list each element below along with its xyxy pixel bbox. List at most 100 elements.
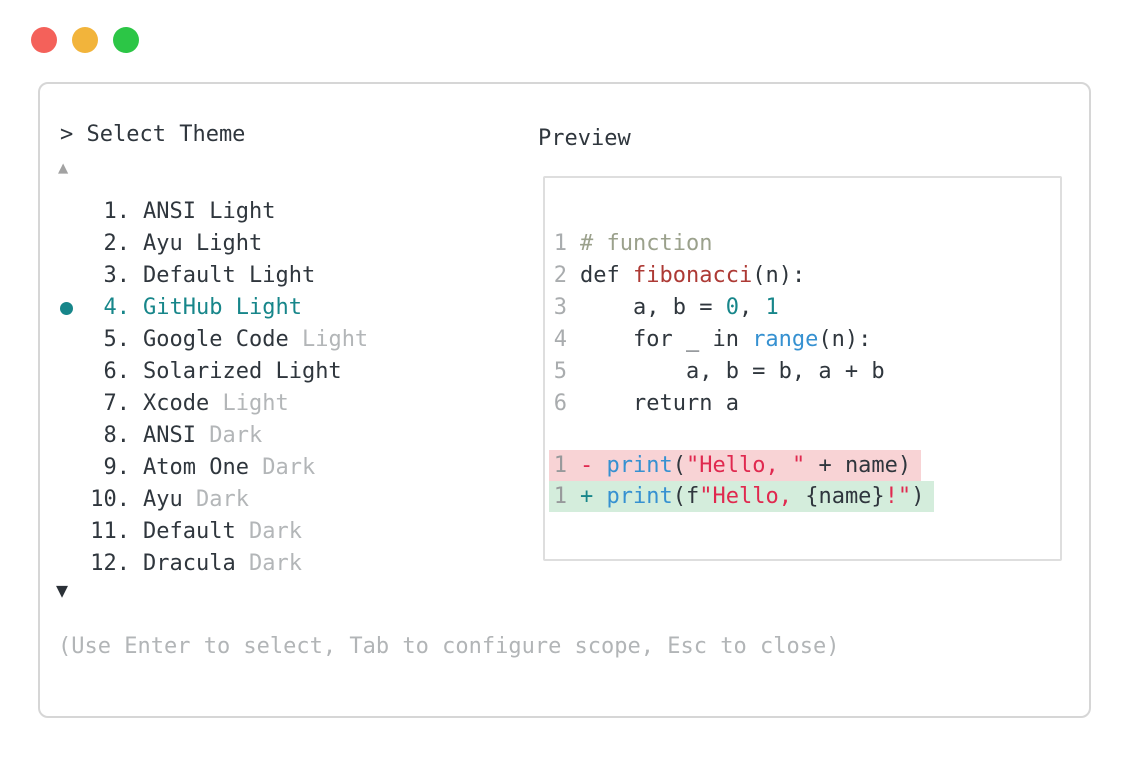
code-token: , bbox=[738, 295, 766, 320]
theme-item-number: 9. bbox=[103, 455, 131, 480]
theme-item-name: Xcode bbox=[143, 391, 223, 416]
code-token: a, b = bbox=[580, 295, 726, 320]
preview-title: Preview bbox=[538, 126, 631, 151]
theme-list-item[interactable]: 10. Ayu Dark bbox=[40, 484, 520, 516]
theme-item-name: Atom One bbox=[143, 455, 263, 480]
code-token: 1 bbox=[765, 295, 779, 320]
line-number: 2 bbox=[553, 263, 567, 288]
theme-list-item[interactable]: 9. Atom One Dark bbox=[40, 452, 520, 484]
code-token: ) bbox=[911, 484, 925, 509]
theme-item-name: GitHub bbox=[143, 295, 236, 320]
theme-list-item[interactable]: 2. Ayu Light bbox=[40, 228, 520, 260]
scroll-down-icon[interactable]: ▼ bbox=[56, 578, 69, 602]
theme-selector-window: > Select Theme ▲ 1. ANSI Light 2. Ayu Light… bbox=[38, 82, 1091, 718]
selected-theme-dot bbox=[60, 302, 73, 315]
line-number: 4 bbox=[553, 327, 567, 352]
theme-list-item[interactable]: 8. ANSI Dark bbox=[40, 420, 520, 452]
theme-list-item[interactable]: 1. ANSI Light bbox=[40, 196, 520, 228]
code-line: 6 return a bbox=[545, 388, 1060, 420]
theme-item-number: 4. bbox=[103, 295, 131, 320]
theme-item-number: 11. bbox=[90, 519, 130, 544]
theme-item-number: 7. bbox=[103, 391, 131, 416]
code-token: "Hello, " bbox=[685, 453, 806, 478]
line-number: 1 bbox=[553, 484, 567, 509]
diff-sample: 1- print("Hello, " + name)1+ print(f"Hel… bbox=[545, 450, 1060, 512]
scroll-up-icon[interactable]: ▲ bbox=[58, 158, 69, 178]
theme-list-item[interactable]: 6.Solarized Light bbox=[40, 356, 520, 388]
code-token: # function bbox=[580, 231, 713, 256]
theme-item-suffix: Dark bbox=[209, 423, 263, 448]
diff-line-removed: 1- print("Hello, " + name) bbox=[549, 450, 922, 481]
code-token: ( bbox=[672, 453, 686, 478]
code-token: 0 bbox=[725, 295, 739, 320]
theme-item-number: 10. bbox=[90, 487, 130, 512]
theme-item-suffix: Light bbox=[235, 295, 302, 320]
theme-item-number: 1. bbox=[103, 199, 131, 224]
code-token: - bbox=[580, 453, 607, 478]
theme-list-item[interactable]: 3. Default Light bbox=[40, 260, 520, 292]
theme-item-suffix: Light bbox=[195, 231, 263, 256]
code-token: def bbox=[580, 263, 633, 288]
theme-item-suffix: Light bbox=[301, 327, 369, 352]
theme-list-item[interactable]: 7. Xcode Light bbox=[40, 388, 520, 420]
theme-item-name: Ayu bbox=[143, 487, 196, 512]
picker-title: > Select Theme bbox=[60, 122, 246, 147]
code-token: + bbox=[580, 484, 607, 509]
theme-item-name: Default bbox=[143, 263, 249, 288]
code-line: 2 def fibonacci(n): bbox=[545, 260, 1060, 292]
diff-line-added: 1 + print(f"Hello, {name}!") bbox=[549, 481, 935, 512]
line-number: 6 bbox=[553, 391, 567, 416]
close-button[interactable] bbox=[31, 27, 57, 53]
theme-item-suffix: Light bbox=[222, 391, 289, 416]
theme-item-number: 2. bbox=[103, 231, 131, 256]
code-token: "Hello, bbox=[699, 484, 806, 509]
theme-item-name: ANSI bbox=[143, 423, 210, 448]
theme-list-item[interactable]: 11. Default Dark bbox=[40, 516, 520, 548]
theme-item-name: ANSI bbox=[143, 199, 210, 224]
keyboard-hints: (Use Enter to select, Tab to configure s… bbox=[58, 634, 840, 659]
theme-list-item[interactable]: 5. Google Code Light bbox=[40, 324, 520, 356]
code-token: return a bbox=[580, 391, 739, 416]
theme-list-item[interactable]: 4. GitHub Light bbox=[40, 292, 520, 324]
theme-item-number: 6. bbox=[103, 359, 131, 384]
theme-item-name: Dracula bbox=[143, 551, 249, 576]
theme-item-number: 5. bbox=[103, 327, 131, 352]
code-token: (f bbox=[672, 484, 700, 509]
line-number: 5 bbox=[553, 359, 567, 384]
theme-item-suffix: Light bbox=[248, 263, 316, 288]
theme-item-suffix: Dark bbox=[262, 455, 316, 480]
code-token: range bbox=[752, 327, 819, 352]
line-number: 1 bbox=[553, 453, 567, 478]
code-token: (n): bbox=[752, 263, 806, 288]
code-line: 5 a, b = b, a + b bbox=[545, 356, 1060, 388]
theme-item-suffix: Light bbox=[275, 359, 342, 384]
minimize-button[interactable] bbox=[72, 27, 98, 53]
theme-item-suffix: Dark bbox=[248, 551, 302, 576]
line-number: 1 bbox=[553, 231, 567, 256]
code-token: + name) bbox=[805, 453, 912, 478]
theme-item-suffix: Dark bbox=[195, 487, 249, 512]
theme-item-number: 3. bbox=[103, 263, 131, 288]
code-token: print bbox=[606, 484, 673, 509]
theme-item-name: Ayu bbox=[143, 231, 196, 256]
theme-item-name: Default bbox=[143, 519, 249, 544]
code-token: (n): bbox=[818, 327, 872, 352]
code-line: 1 # function bbox=[545, 228, 1060, 260]
theme-item-suffix: Dark bbox=[248, 519, 302, 544]
theme-item-suffix: Light bbox=[209, 199, 276, 224]
code-token: {name} bbox=[805, 484, 885, 509]
code-token: !" bbox=[884, 484, 912, 509]
code-token: a, b = b, a + b bbox=[580, 359, 885, 384]
code-token: for _ in bbox=[580, 327, 753, 352]
window-controls bbox=[31, 27, 139, 53]
zoom-button[interactable] bbox=[113, 27, 139, 53]
theme-item-name: Google Code bbox=[143, 327, 302, 352]
theme-item-number: 12. bbox=[90, 551, 130, 576]
code-token: print bbox=[606, 453, 673, 478]
code-token: fibonacci bbox=[632, 263, 753, 288]
theme-list-item[interactable]: 12. Dracula Dark bbox=[40, 548, 520, 580]
theme-item-number: 8. bbox=[103, 423, 131, 448]
